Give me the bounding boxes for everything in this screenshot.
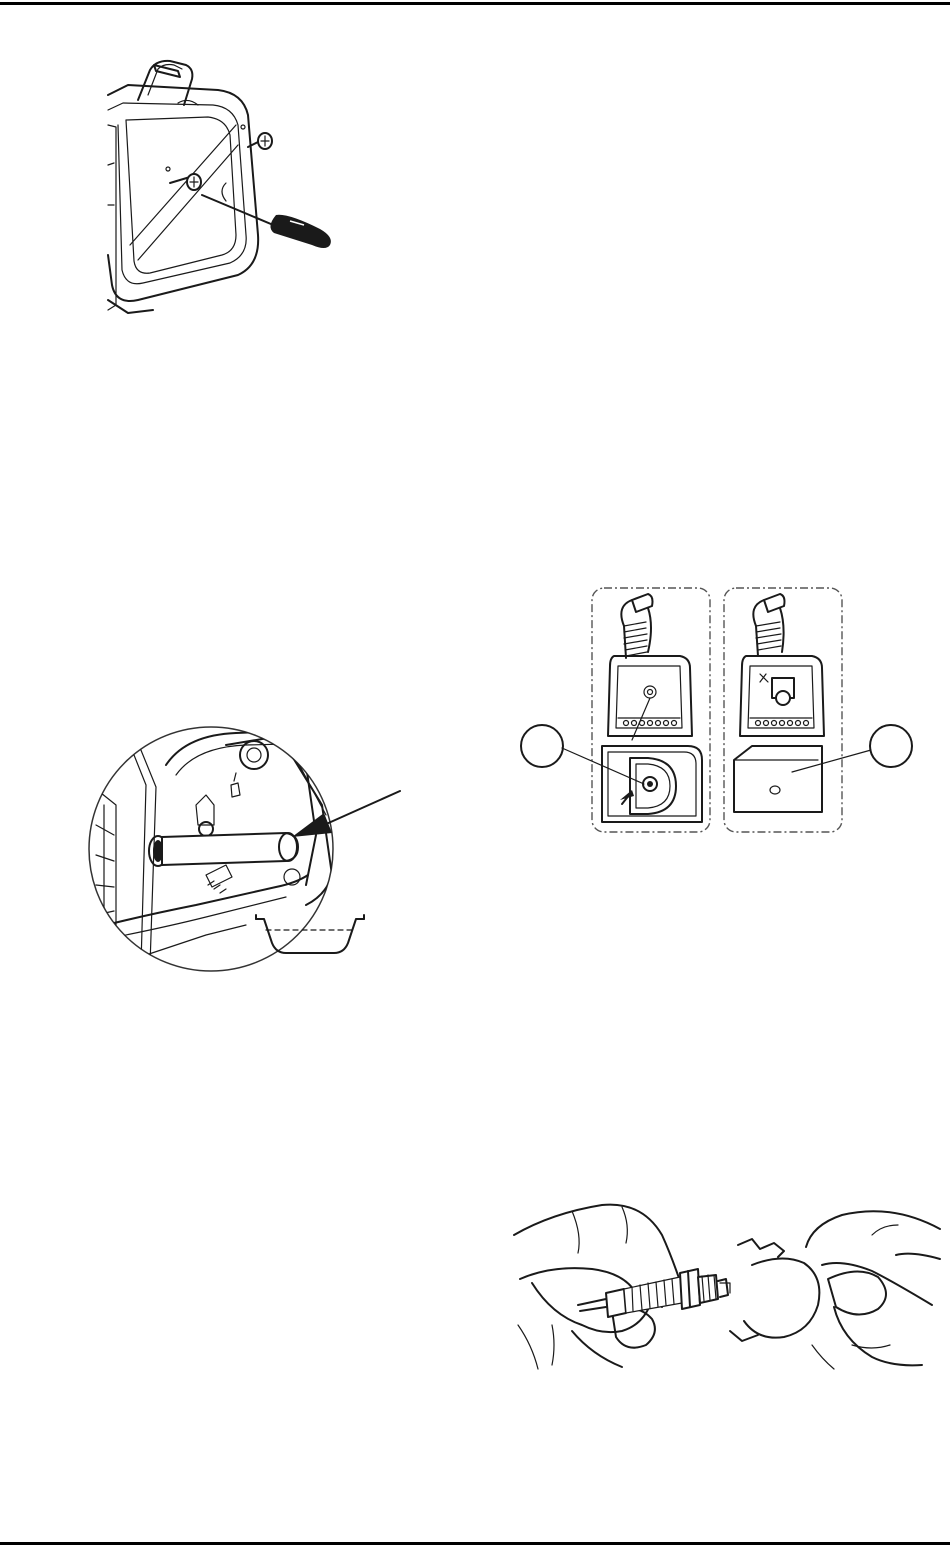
bottom-rule xyxy=(0,1542,950,1545)
spark-plug-figure xyxy=(512,1195,942,1370)
top-rule xyxy=(0,2,950,5)
spark-plug-gap-tool-icon xyxy=(730,1239,819,1341)
spark-plug-icon xyxy=(512,1195,942,1370)
callout-right xyxy=(792,725,912,772)
screwdriver-icon xyxy=(202,195,331,248)
foam-filter-element-icon xyxy=(734,746,822,812)
oil-drain-icon xyxy=(86,725,416,977)
drain-plug-icon xyxy=(149,833,298,866)
oil-drain-figure xyxy=(86,725,416,977)
air-filter-icon xyxy=(520,586,915,836)
generator-side-cover-icon xyxy=(108,55,348,320)
air-filter-cover-d-icon xyxy=(602,746,702,822)
cover-removal-figure xyxy=(108,55,348,320)
callout-left xyxy=(521,725,644,784)
air-filter-figure xyxy=(520,586,915,836)
